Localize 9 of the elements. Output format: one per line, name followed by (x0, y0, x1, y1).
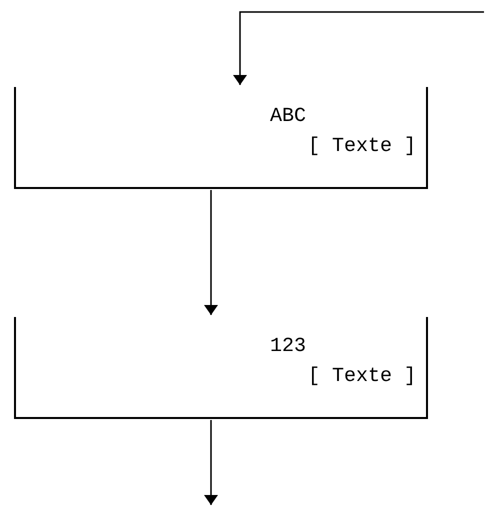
arrow (204, 190, 218, 315)
box-heading: 123 (270, 335, 306, 359)
open-top-box (14, 317, 428, 419)
arrow (204, 420, 218, 505)
open-top-box (14, 87, 428, 189)
box-text: [ Texte ] (308, 135, 416, 159)
box-heading: ABC (270, 105, 306, 129)
box-text: [ Texte ] (308, 365, 416, 389)
arrow (233, 11, 484, 85)
